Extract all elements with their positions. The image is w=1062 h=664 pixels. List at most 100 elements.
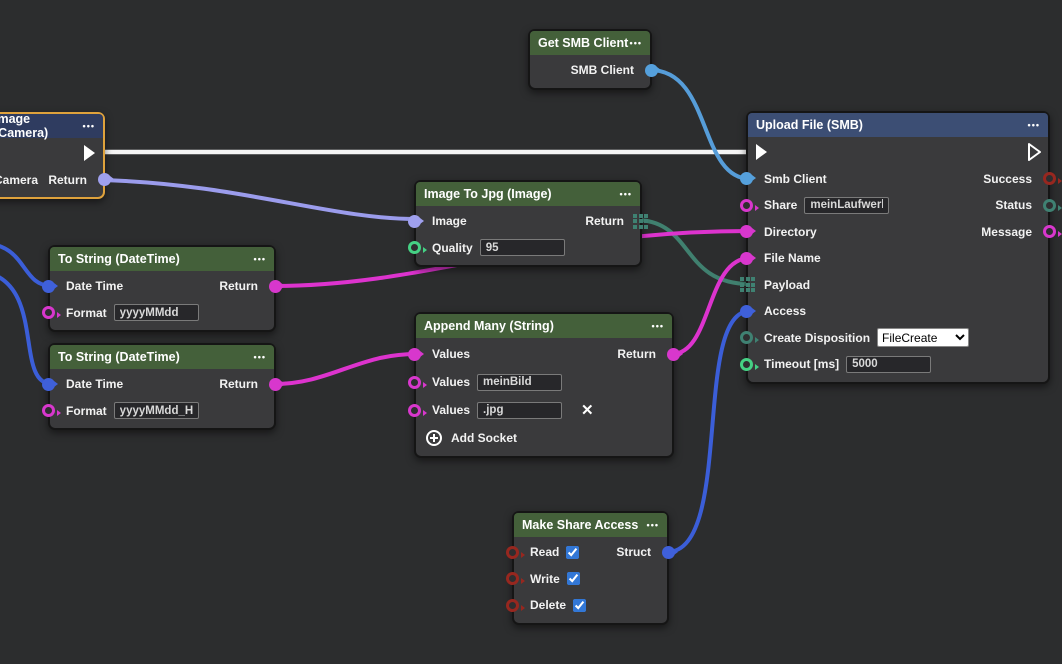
node-image-camera[interactable]: Image (Camera) ••• Camera Return: [0, 112, 114, 199]
wire-smbclient-to-upload[interactable]: [648, 68, 752, 181]
port-image-in[interactable]: [408, 214, 424, 228]
share-input[interactable]: [804, 196, 890, 214]
node-get-smb-client[interactable]: Get SMB Client ••• SMB Client: [528, 29, 661, 90]
row-delete: Delete: [506, 592, 667, 619]
node-append-many[interactable]: Append Many (String) ••• Values Return V…: [408, 312, 683, 458]
port-values-in[interactable]: [408, 347, 424, 361]
port-create-disposition-in[interactable]: [740, 331, 759, 345]
write-checkbox[interactable]: [566, 572, 580, 586]
node-title: Make Share Access: [522, 518, 639, 532]
output-label-message: Message: [981, 224, 1032, 239]
input-label-smb-client: Smb Client: [764, 171, 827, 186]
format-input[interactable]: [113, 402, 199, 420]
input-label-values: Values: [432, 347, 471, 361]
output-label-struct: Struct: [616, 545, 651, 560]
format-input[interactable]: [113, 304, 199, 322]
port-smb-client-in[interactable]: [740, 172, 756, 186]
node-header[interactable]: Image To Jpg (Image) •••: [416, 182, 640, 206]
wire-datetime-to-tostring1[interactable]: [0, 243, 54, 288]
menu-icon[interactable]: •••: [646, 520, 659, 530]
port-timeout-in[interactable]: [740, 357, 759, 371]
input-label-read: Read: [530, 545, 560, 560]
input-label-date-time: Date Time: [66, 377, 124, 392]
port-date-time-in[interactable]: [42, 279, 58, 293]
node-header[interactable]: Image (Camera) •••: [0, 112, 103, 140]
node-header[interactable]: To String (DateTime) •••: [50, 247, 274, 271]
add-socket-label: Add Socket: [451, 431, 518, 445]
quality-input[interactable]: [479, 239, 565, 257]
row-timeout: Timeout [ms]: [740, 351, 1048, 378]
wire-camera-return-to-jpg-image[interactable]: [100, 178, 418, 221]
port-success-out[interactable]: [1043, 172, 1062, 186]
port-quality-in[interactable]: [408, 241, 427, 255]
port-file-name-in[interactable]: [740, 251, 756, 265]
port-format-in[interactable]: [42, 404, 61, 418]
wire-jpg-return-to-payload[interactable]: [638, 218, 752, 286]
port-date-time-in[interactable]: [42, 377, 58, 391]
row-read-struct: Read Struct: [506, 539, 678, 566]
struct-grid-port-return-out[interactable]: [633, 213, 648, 229]
output-label-return: Return: [219, 279, 258, 294]
row-format: Format: [42, 398, 274, 425]
port-directory-in[interactable]: [740, 225, 756, 239]
port-values2-in[interactable]: [408, 375, 427, 389]
port-format-in[interactable]: [42, 306, 61, 320]
port-struct-out[interactable]: [662, 545, 678, 559]
add-socket-plus-icon: [426, 430, 442, 446]
menu-icon[interactable]: •••: [253, 352, 266, 362]
row-camera-return: Camera Return: [0, 167, 114, 194]
node-image-to-jpg[interactable]: Image To Jpg (Image) ••• Image Return Qu…: [408, 180, 648, 267]
node-upload-file-smb[interactable]: Upload File (SMB) ••• Smb Client Success: [740, 111, 1062, 384]
timeout-input[interactable]: [846, 355, 932, 373]
port-delete-in[interactable]: [506, 598, 525, 612]
menu-icon[interactable]: •••: [1027, 120, 1040, 130]
menu-icon[interactable]: •••: [253, 254, 266, 264]
struct-grid-port-payload-in[interactable]: [740, 277, 755, 293]
exec-out-pin[interactable]: [1027, 143, 1042, 162]
wire-append-return-to-filename[interactable]: [670, 256, 752, 356]
menu-icon[interactable]: •••: [619, 189, 632, 199]
port-share-in[interactable]: [740, 198, 759, 212]
node-title: Get SMB Client: [538, 36, 629, 50]
node-header[interactable]: Append Many (String) •••: [416, 314, 672, 338]
port-status-out[interactable]: [1043, 198, 1062, 212]
row-datetime-return: Date Time Return: [42, 273, 285, 300]
row-values-3: Values ✕: [408, 396, 672, 424]
values3-input[interactable]: [477, 401, 563, 419]
delete-checkbox[interactable]: [573, 598, 587, 612]
row-exec: [748, 139, 1048, 166]
input-label-format: Format: [66, 403, 107, 418]
wire-tostring2-to-append-values[interactable]: [272, 352, 418, 386]
port-access-in[interactable]: [740, 304, 756, 318]
node-make-share-access[interactable]: Make Share Access ••• Read Struct Write: [506, 511, 678, 625]
port-message-out[interactable]: [1043, 225, 1062, 239]
port-smb-client-out[interactable]: [645, 63, 661, 77]
add-socket-button[interactable]: Add Socket: [426, 430, 517, 446]
row-format: Format: [42, 300, 274, 327]
row-directory-message: Directory Message: [740, 219, 1062, 246]
port-read-in[interactable]: [506, 545, 525, 559]
remove-socket-icon[interactable]: ✕: [581, 401, 594, 419]
node-header[interactable]: Upload File (SMB) •••: [748, 113, 1048, 137]
exec-out-pin[interactable]: [82, 144, 97, 162]
read-checkbox[interactable]: [566, 545, 580, 559]
node-to-string-2[interactable]: To String (DateTime) ••• Date Time Retur…: [42, 343, 285, 430]
node-header[interactable]: To String (DateTime) •••: [50, 345, 274, 369]
node-to-string-1[interactable]: To String (DateTime) ••• Date Time Retur…: [42, 245, 285, 332]
port-return-out[interactable]: [269, 377, 285, 391]
create-disposition-select[interactable]: FileCreate: [877, 328, 970, 348]
exec-in-pin[interactable]: [754, 143, 769, 161]
values2-input[interactable]: [477, 373, 563, 391]
port-return-out[interactable]: [98, 173, 114, 187]
port-write-in[interactable]: [506, 572, 525, 586]
port-return-out[interactable]: [667, 347, 683, 361]
menu-icon[interactable]: •••: [651, 321, 664, 331]
wire-struct-to-access[interactable]: [665, 309, 752, 554]
menu-icon[interactable]: •••: [82, 121, 95, 131]
port-values3-in[interactable]: [408, 403, 427, 417]
port-return-out[interactable]: [269, 279, 285, 293]
node-header[interactable]: Make Share Access •••: [514, 513, 667, 537]
node-header[interactable]: Get SMB Client •••: [530, 31, 650, 55]
menu-icon[interactable]: •••: [629, 38, 642, 48]
